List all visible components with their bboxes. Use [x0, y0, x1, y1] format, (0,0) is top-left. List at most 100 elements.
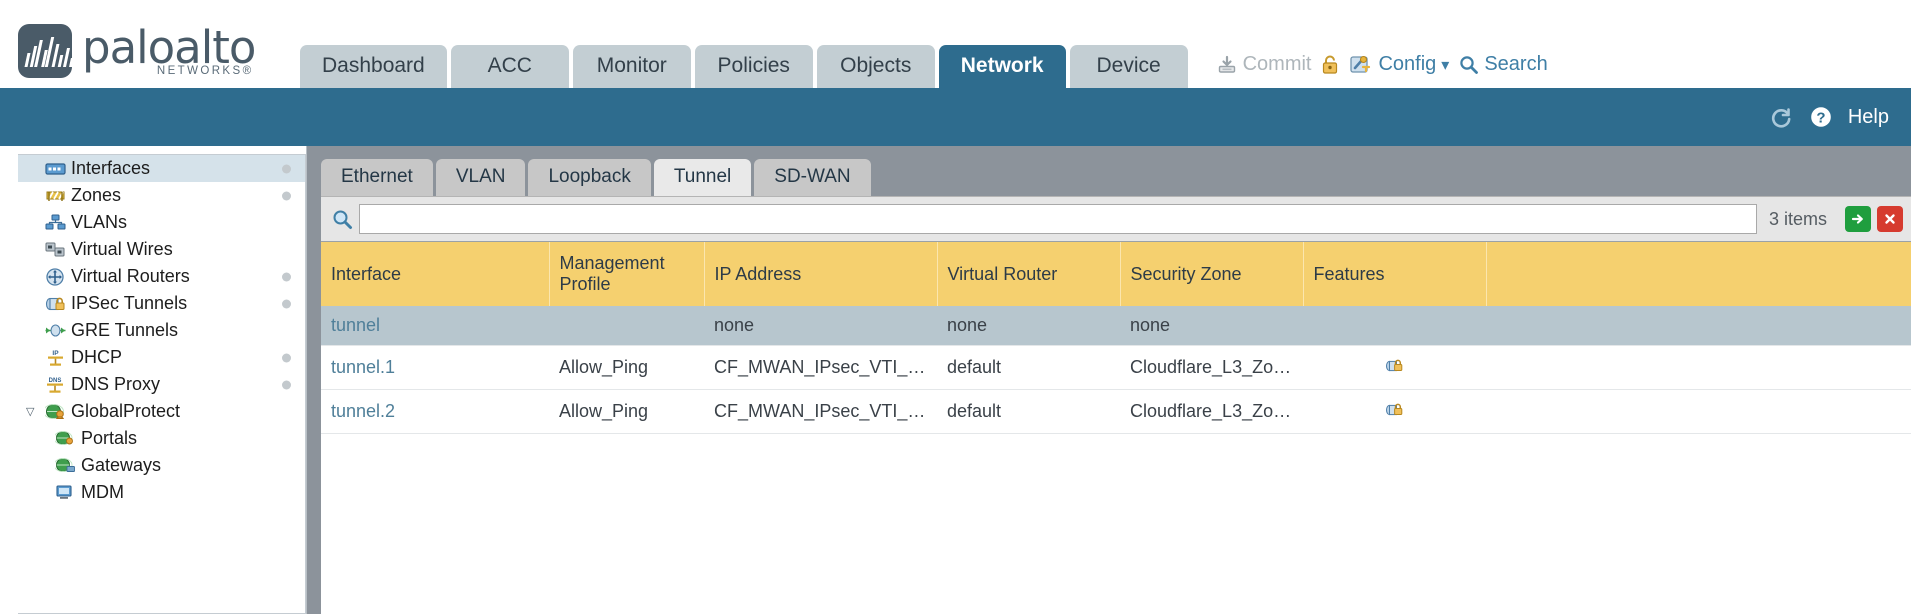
mdm-icon	[52, 484, 78, 502]
subtab-ethernet[interactable]: Ethernet	[321, 159, 433, 196]
subtab-sdwan[interactable]: SD-WAN	[754, 159, 871, 196]
lock-config-button[interactable]	[1320, 54, 1340, 76]
gre-tunnels-icon	[42, 322, 68, 339]
sidebar-label: MDM	[81, 482, 124, 502]
column-header-virtual-router[interactable]: Virtual Router	[937, 242, 1121, 306]
refresh-icon[interactable]	[1768, 104, 1794, 130]
sidebar-label: Gateways	[81, 455, 162, 475]
cell-features	[1303, 389, 1486, 434]
cell-ip-address: CF_MWAN_IPsec_VTI_01_…	[704, 345, 937, 390]
app-header: paloalto NETWORKS® Dashboard ACC Monitor…	[0, 0, 1911, 88]
nav-tab-dashboard[interactable]: Dashboard	[300, 45, 447, 88]
sidebar-label: GlobalProtect	[71, 401, 181, 421]
vlans-icon	[42, 214, 68, 231]
nav-tab-device[interactable]: Device	[1069, 45, 1188, 88]
cell-virtual-router: none	[937, 306, 1120, 346]
nav-tab-network[interactable]: Network	[938, 45, 1066, 88]
sidebar-item-interfaces[interactable]: Interfaces	[18, 155, 305, 182]
sidebar-item-portals[interactable]: Portals	[18, 425, 305, 452]
dns-proxy-icon: DNS	[42, 376, 68, 394]
column-header-ip-address[interactable]: IP Address	[704, 242, 938, 306]
table-header-row: Interface Management Profile IP Address …	[321, 242, 1911, 306]
sidebar-item-gateways[interactable]: Gateways	[18, 452, 305, 479]
cell-interface[interactable]: tunnel.2	[321, 389, 549, 434]
table-row[interactable]: tunnel.2 Allow_Ping CF_MWAN_IPsec_VTI_02…	[321, 389, 1911, 434]
cell-security-zone: none	[1120, 306, 1303, 346]
commit-button[interactable]: Commit	[1216, 53, 1312, 76]
search-input[interactable]	[359, 204, 1757, 234]
subtab-loopback[interactable]: Loopback	[528, 159, 651, 196]
cell-security-zone: Cloudflare_L3_Zone	[1120, 389, 1303, 434]
context-bar: ? Help	[0, 88, 1911, 146]
column-header-spacer	[1486, 242, 1911, 306]
column-header-interface[interactable]: Interface	[321, 242, 550, 306]
virtual-wires-icon	[42, 241, 68, 258]
sidebar-item-vlans[interactable]: VLANs	[18, 209, 305, 236]
sidebar-status-dot	[282, 353, 291, 362]
cell-management-profile	[549, 306, 704, 346]
cell-virtual-router: default	[937, 389, 1120, 434]
apply-filter-button[interactable]	[1845, 206, 1871, 232]
sidebar-label: GRE Tunnels	[71, 320, 179, 340]
sidebar-label: DHCP	[71, 347, 123, 367]
tunnel-interfaces-table: Interface Management Profile IP Address …	[321, 242, 1911, 434]
lock-feature-icon	[1384, 399, 1406, 419]
virtual-routers-icon	[42, 267, 68, 286]
brand-tagline: NETWORKS®	[156, 64, 254, 77]
cell-management-profile: Allow_Ping	[549, 345, 704, 390]
sidebar-item-globalprotect[interactable]: ▽ GlobalProtect	[18, 398, 305, 425]
sidebar-item-dhcp[interactable]: IP DHCP	[18, 344, 305, 371]
config-wrench-key-icon	[1349, 54, 1373, 76]
sidebar-item-virtual-wires[interactable]: Virtual Wires	[18, 236, 305, 263]
table-row[interactable]: tunnel.1 Allow_Ping CF_MWAN_IPsec_VTI_01…	[321, 345, 1911, 390]
brand-logo: paloalto NETWORKS®	[0, 24, 300, 88]
cell-spacer	[1486, 345, 1911, 390]
sidebar-item-gre-tunnels[interactable]: GRE Tunnels	[18, 317, 305, 344]
table-row[interactable]: tunnel none none none	[321, 306, 1911, 346]
clear-filter-button[interactable]	[1877, 206, 1903, 232]
main-content: Ethernet VLAN Loopback Tunnel SD-WAN 3 i…	[307, 146, 1911, 614]
chevron-down-icon: ▾	[1441, 56, 1450, 74]
commit-label: Commit	[1242, 53, 1312, 75]
sidebar-item-ipsec-tunnels[interactable]: IPSec Tunnels	[18, 290, 305, 317]
config-menu-button[interactable]: Config ▾	[1349, 53, 1449, 76]
config-label: Config	[1378, 53, 1437, 75]
sidebar: Interfaces Zones VLANs	[0, 146, 307, 614]
sidebar-item-dns-proxy[interactable]: DNS DNS Proxy	[18, 371, 305, 398]
cell-features	[1303, 306, 1486, 346]
search-button[interactable]: Search	[1458, 53, 1548, 76]
sidebar-label: IPSec Tunnels	[71, 293, 188, 313]
expand-collapse-arrow[interactable]: ▽	[26, 406, 35, 418]
padlock-icon	[1320, 54, 1340, 76]
cell-spacer	[1486, 306, 1911, 346]
nav-tab-acc[interactable]: ACC	[450, 45, 569, 88]
sidebar-item-zones[interactable]: Zones	[18, 182, 305, 209]
globalprotect-icon	[42, 403, 68, 421]
sidebar-status-dot	[282, 191, 291, 200]
cell-virtual-router: default	[937, 345, 1120, 390]
help-circle-icon[interactable]: ?	[1808, 104, 1834, 130]
commit-icon	[1216, 54, 1238, 76]
column-header-security-zone[interactable]: Security Zone	[1120, 242, 1304, 306]
cell-interface[interactable]: tunnel.1	[321, 345, 549, 390]
column-header-management-profile[interactable]: Management Profile	[549, 242, 705, 306]
column-header-features[interactable]: Features	[1303, 242, 1487, 306]
help-label[interactable]: Help	[1847, 105, 1889, 128]
dhcp-icon: IP	[42, 349, 68, 367]
cell-interface[interactable]: tunnel	[321, 306, 549, 346]
sidebar-item-mdm[interactable]: MDM	[18, 479, 305, 506]
subtab-vlan[interactable]: VLAN	[435, 159, 526, 196]
nav-tab-objects[interactable]: Objects	[816, 45, 935, 88]
sidebar-item-virtual-routers[interactable]: Virtual Routers	[18, 263, 305, 290]
ipsec-tunnels-icon	[42, 295, 68, 312]
paloalto-logo-icon	[18, 24, 72, 78]
interface-type-tabs: Ethernet VLAN Loopback Tunnel SD-WAN	[307, 146, 1911, 196]
nav-tab-policies[interactable]: Policies	[694, 45, 813, 88]
portals-icon	[52, 430, 78, 448]
brand-name: paloalto	[82, 20, 256, 74]
cell-security-zone: Cloudflare_L3_Zone	[1120, 345, 1303, 390]
app-body: Interfaces Zones VLANs	[0, 146, 1911, 614]
nav-tab-monitor[interactable]: Monitor	[572, 45, 691, 88]
subtab-tunnel[interactable]: Tunnel	[653, 159, 752, 196]
sidebar-label: Zones	[71, 185, 122, 205]
